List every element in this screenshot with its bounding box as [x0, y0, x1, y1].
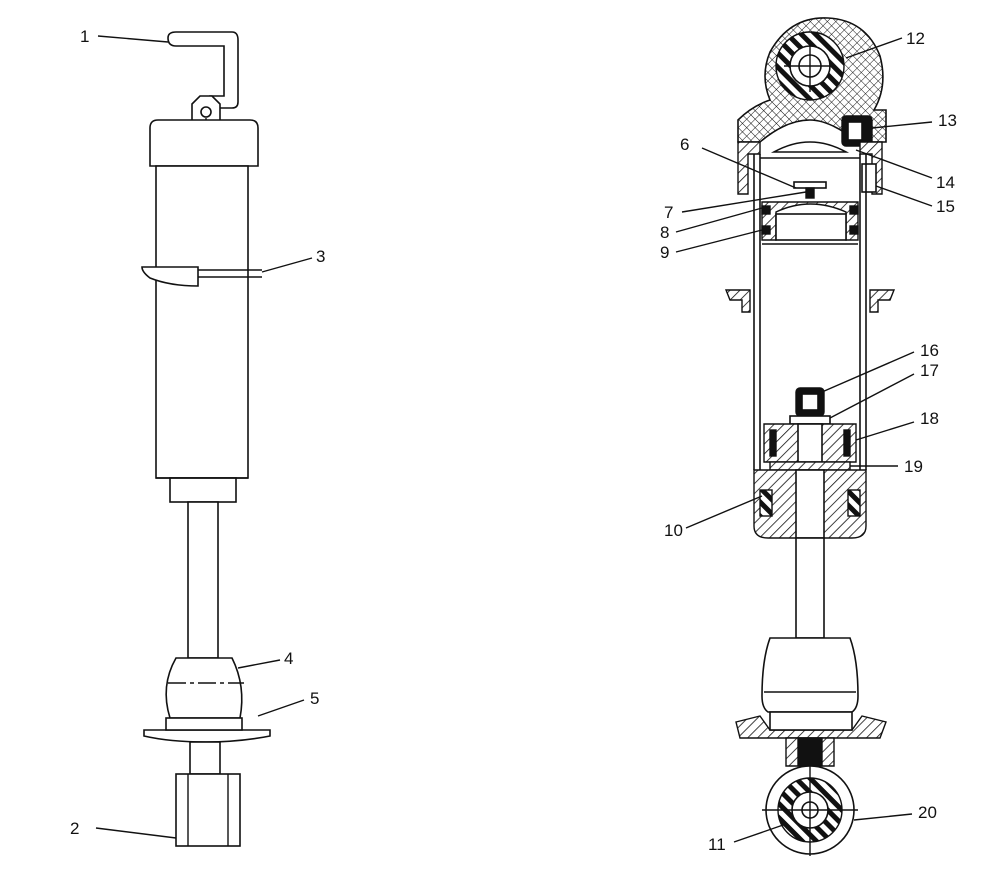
- cap-flange-left: [737, 141, 761, 195]
- callout-14: 14: [936, 173, 955, 192]
- cross-section-view: [724, 17, 896, 856]
- bumper-section: [761, 637, 859, 713]
- floating-piston: [761, 201, 859, 245]
- callout-8: 8: [660, 223, 669, 242]
- top-cap: [149, 119, 259, 167]
- callout-9: 9: [660, 243, 669, 262]
- side-ear-right: [869, 289, 896, 313]
- callout-20: 20: [918, 803, 937, 822]
- callout-16: 16: [920, 341, 939, 360]
- callout-18: 18: [920, 409, 939, 428]
- clip-ring: [141, 266, 199, 287]
- leader-lines: [95, 35, 933, 843]
- exterior-view: [141, 31, 271, 847]
- body-bottom-ring: [169, 477, 237, 503]
- callout-19: 19: [904, 457, 923, 476]
- callout-12: 12: [906, 29, 925, 48]
- callout-15: 15: [936, 197, 955, 216]
- shock-body: [155, 165, 249, 479]
- piston-shim: [769, 461, 851, 471]
- cap-dome: [770, 141, 850, 153]
- callout-1: 1: [80, 27, 89, 46]
- side-ear-left: [724, 289, 751, 313]
- spring-seat: [143, 729, 271, 743]
- callout-10: 10: [664, 521, 683, 540]
- reservoir-fitting: [167, 31, 239, 129]
- callout-5: 5: [310, 689, 319, 708]
- callout-4: 4: [284, 649, 293, 668]
- callout-3: 3: [316, 247, 325, 266]
- shaft-section: [795, 537, 825, 639]
- bumper: [165, 657, 243, 719]
- callout-labels: 1 2 3 4 5 6 7 8 9 10 11 12 13 14 15 16 1…: [70, 27, 957, 854]
- callout-17: 17: [920, 361, 939, 380]
- lower-eye: [175, 773, 241, 847]
- shaft: [187, 501, 219, 659]
- lower-neck: [189, 741, 221, 775]
- washer: [789, 415, 831, 425]
- callout-11: 11: [708, 835, 726, 854]
- callout-7: 7: [664, 203, 673, 222]
- bleed-valve: [793, 181, 827, 199]
- callout-13: 13: [938, 111, 957, 130]
- callout-2: 2: [70, 819, 79, 838]
- callout-6: 6: [680, 135, 689, 154]
